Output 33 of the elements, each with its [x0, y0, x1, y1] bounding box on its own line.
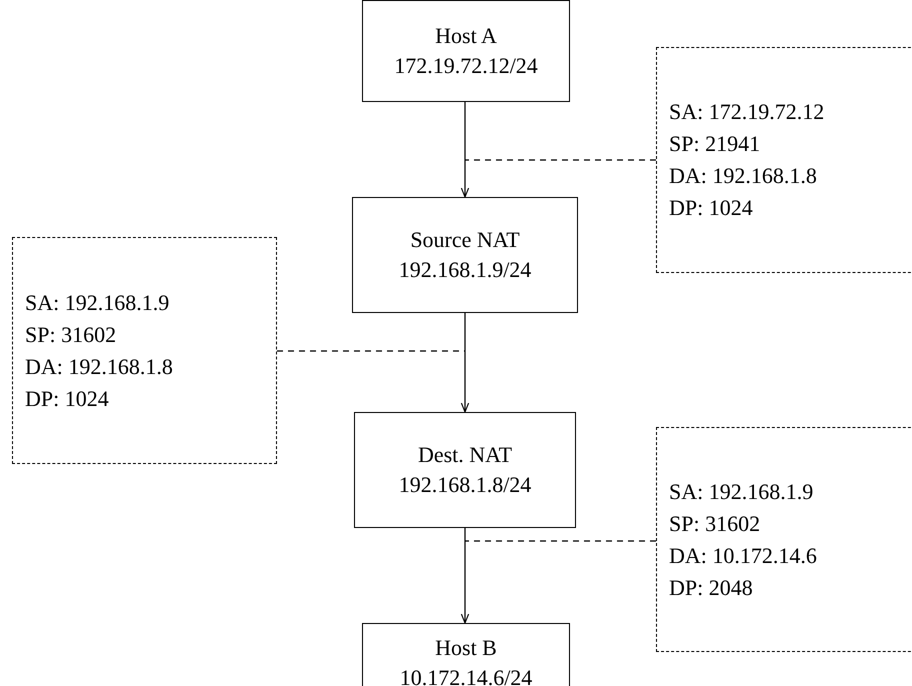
header-field-text: DP: 1024 [25, 384, 110, 412]
ip-address: 192.168.1.8/24 [398, 471, 532, 499]
header-field-text: DP: 1024 [669, 194, 754, 222]
network-device-box [354, 412, 576, 528]
ip-address: 192.168.1.9/24 [398, 256, 532, 284]
header-field-text: DP: 2048 [669, 574, 754, 602]
packet-header-callout [656, 47, 912, 273]
header-field-text: SA: 172.19.72.12 [669, 98, 826, 126]
packet-header-callout [12, 237, 277, 464]
network-device-box [362, 623, 570, 686]
leader-line [277, 350, 465, 352]
header-field-text: SP: 31602 [25, 320, 118, 348]
network-device-box [352, 197, 578, 313]
header-field-text: DA: 10.172.14.6 [669, 542, 818, 570]
arrow [460, 313, 470, 413]
header-field-text: SA: 192.168.1.9 [25, 288, 170, 316]
leader-line [465, 159, 656, 161]
network-device-box [362, 0, 570, 102]
header-field-text: DA: 192.168.1.8 [25, 352, 174, 380]
header-field-text: SP: 31602 [669, 510, 762, 538]
arrow [460, 528, 470, 624]
device-name: Dest. NAT [418, 441, 512, 469]
device-name: Host A [435, 22, 497, 50]
device-name: Source NAT [410, 226, 520, 254]
arrow [460, 102, 470, 198]
header-field-text: SP: 21941 [669, 130, 762, 158]
leader-line [465, 540, 656, 542]
ip-address: 172.19.72.12/24 [394, 52, 538, 80]
device-name: Host B [435, 634, 497, 662]
header-field-text: SA: 192.168.1.9 [669, 478, 814, 506]
packet-header-callout [656, 427, 912, 652]
ip-address: 10.172.14.6/24 [400, 664, 532, 686]
header-field-text: DA: 192.168.1.8 [669, 162, 818, 190]
